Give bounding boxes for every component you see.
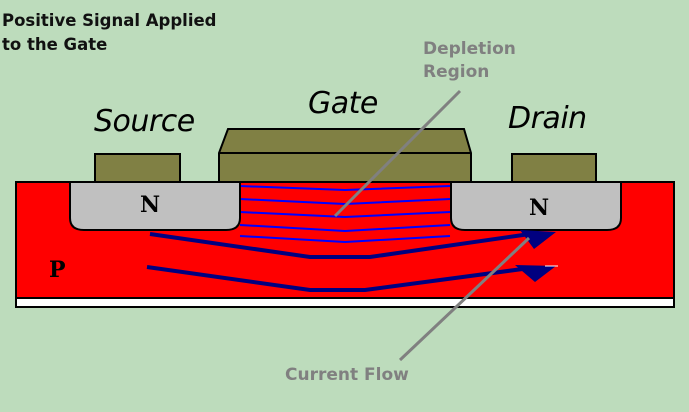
drain-contact (511, 153, 597, 183)
drain-n-region (450, 181, 622, 231)
drain-label: Drain (508, 101, 587, 136)
arrowhead-upper-icon (520, 230, 556, 249)
depletion-region (239, 185, 451, 244)
depletion-callout-line (333, 89, 462, 218)
current-arrow-lower (146, 265, 531, 292)
source-region-label: N (140, 192, 161, 218)
source-label: Source (94, 104, 195, 139)
drain-region-label: N (529, 195, 550, 221)
source-contact (94, 153, 181, 183)
current-arrow-upper (149, 232, 531, 259)
current-callout-line (398, 236, 531, 362)
gate-electrode (218, 128, 472, 183)
arrowhead-lower-icon (515, 265, 556, 282)
substrate-base-strip (15, 297, 675, 308)
current-flow-arrows (146, 232, 531, 292)
gate-label: Gate (308, 86, 378, 121)
depletion-region-callout: Depletion Region (423, 39, 516, 82)
substrate-label: P (49, 257, 66, 283)
source-n-region (69, 181, 241, 231)
diagram-title: Positive Signal Applied to the Gate (2, 11, 217, 54)
current-flow-callout: Current Flow (285, 365, 409, 385)
